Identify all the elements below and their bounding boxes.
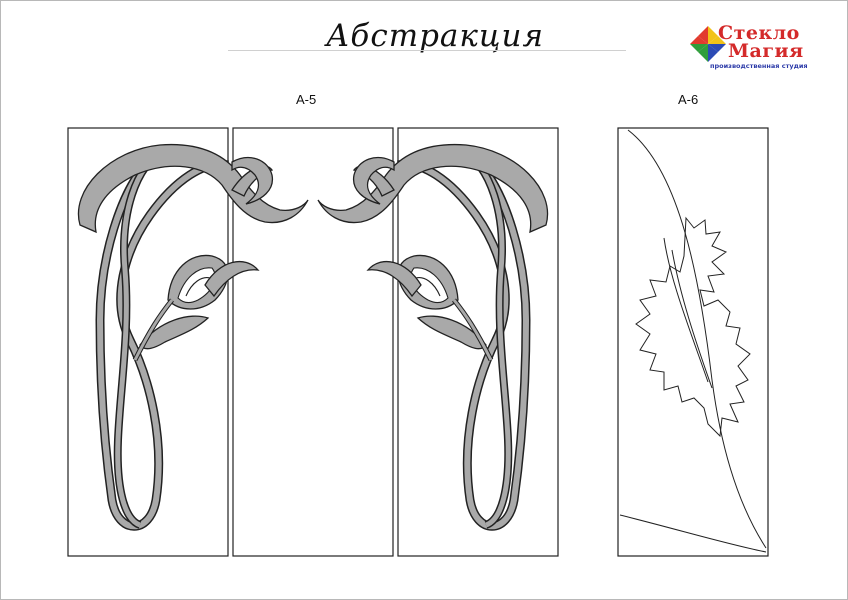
- swirl-ornament-right: [318, 145, 548, 527]
- panel-a5-middle: [232, 127, 394, 557]
- design-label-a5: А-5: [296, 92, 317, 107]
- logo-tagline: производственная студия: [710, 62, 808, 70]
- title-rule: [228, 50, 626, 51]
- page-title: Абстракция: [325, 18, 545, 54]
- logo-text-line2: Магия: [728, 40, 804, 62]
- leaf-ornament: [619, 129, 767, 553]
- panel-a5-left: [67, 127, 229, 557]
- logo-text-line1: Стекло: [718, 22, 800, 44]
- panel-a6: [617, 127, 769, 557]
- panel-a5-right: [397, 127, 559, 557]
- design-label-a6: А-6: [678, 92, 699, 107]
- studio-logo: Стекло Магия производственная студия: [688, 22, 813, 74]
- diamond-logo-icon: [690, 26, 726, 62]
- swirl-ornament-left: [78, 145, 308, 527]
